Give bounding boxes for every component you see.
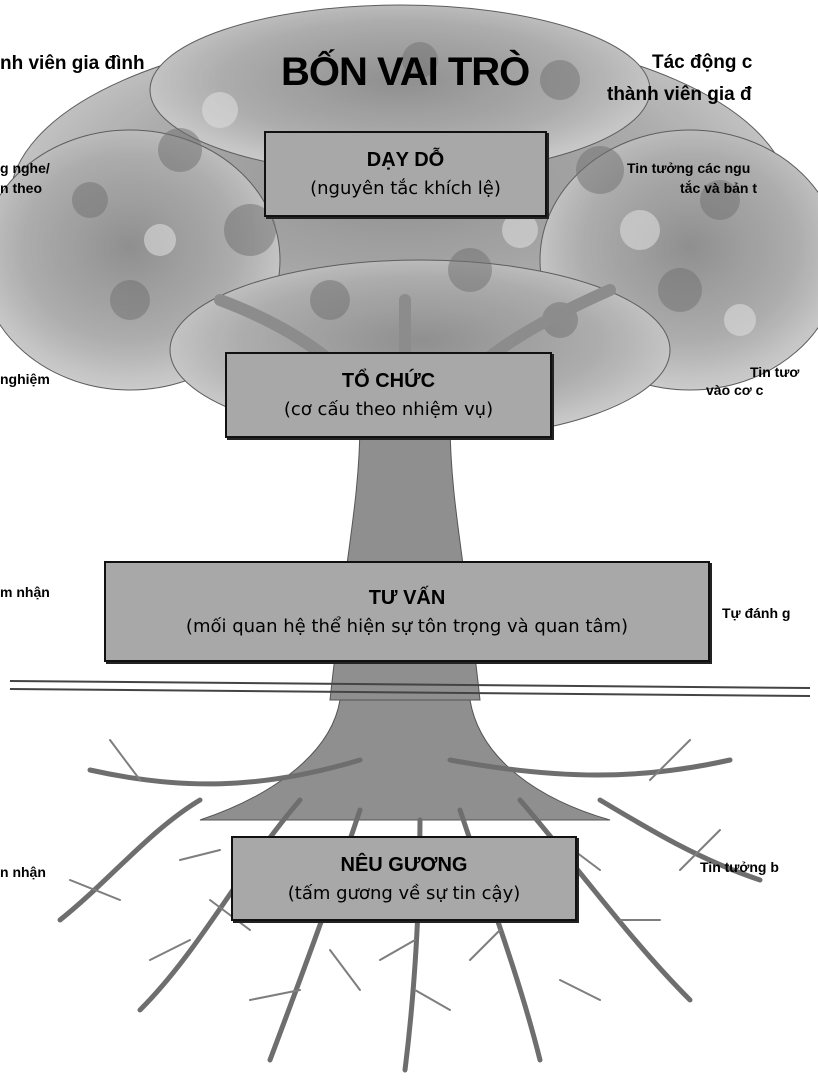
right-label-1: Tin tưởng các ngu	[627, 160, 750, 176]
left-label-1: g nghe/	[0, 160, 50, 176]
right-label-3: Tin tươ	[750, 364, 799, 380]
right-label-2: tắc và bản t	[680, 180, 757, 196]
role-box-teaching: DẠY DỖ (nguyên tắc khích lệ)	[264, 131, 547, 217]
role-title-mentoring: TƯ VẤN	[369, 587, 446, 610]
right-column-header-line-2: thành viên gia đ	[607, 84, 752, 106]
role-subtitle-mentoring: (mối quan hệ thể hiện sự tôn trọng và qu…	[186, 616, 628, 637]
left-label-5: n nhận	[0, 864, 46, 880]
role-subtitle-modeling: (tấm gương về sự tin cậy)	[288, 883, 521, 904]
role-title-modeling: NÊU GƯƠNG	[341, 854, 468, 877]
right-column-header-line-1: Tác động c	[652, 52, 752, 74]
root-base	[200, 700, 610, 820]
right-label-5: Tự đánh g	[722, 605, 790, 621]
left-label-2: n theo	[0, 180, 42, 196]
right-label-4: vào cơ c	[706, 382, 763, 398]
role-title-teaching: DẠY DỖ	[367, 149, 444, 172]
role-title-organizing: TỔ CHỨC	[342, 370, 435, 393]
left-label-4: m nhận	[0, 584, 50, 600]
role-subtitle-organizing: (cơ cấu theo nhiệm vụ)	[284, 399, 493, 420]
role-box-organizing: TỔ CHỨC (cơ cấu theo nhiệm vụ)	[225, 352, 552, 438]
left-label-3: nghiệm	[0, 371, 50, 387]
left-column-header: nh viên gia đình	[0, 53, 145, 75]
role-box-mentoring: TƯ VẤN (mối quan hệ thể hiện sự tôn trọn…	[104, 561, 710, 662]
diagram-title: BỐN VAI TRÒ	[281, 50, 529, 95]
right-label-6: Tin tưởng b	[700, 859, 779, 875]
role-subtitle-teaching: (nguyên tắc khích lệ)	[310, 178, 501, 199]
role-box-modeling: NÊU GƯƠNG (tấm gương về sự tin cậy)	[231, 836, 577, 921]
